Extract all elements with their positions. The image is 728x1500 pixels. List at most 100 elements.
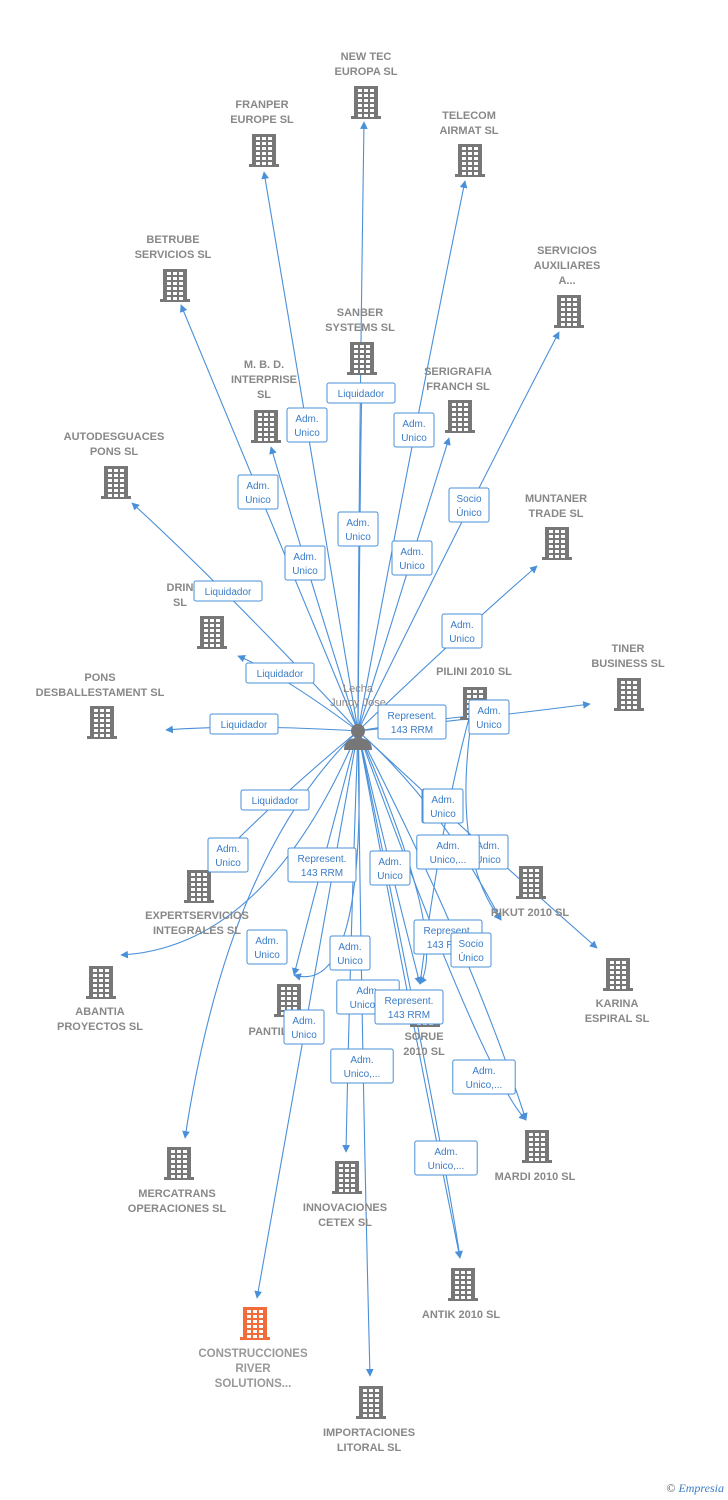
- edge-label-box: [452, 1059, 516, 1095]
- company-name: M. B. D.: [244, 359, 284, 371]
- edge-label-text: Adm.: [477, 706, 500, 717]
- edge-label[interactable]: Adm.Unico: [337, 511, 379, 547]
- edge-label-text: Adm.: [472, 1066, 495, 1077]
- company-name: SANBER: [337, 307, 384, 319]
- company-name: IMPORTACIONES: [323, 1427, 415, 1439]
- edge-label[interactable]: Adm. Unico,...: [452, 1059, 516, 1095]
- building-icon: [614, 678, 644, 711]
- building-icon: [184, 870, 214, 903]
- company-name: CONSTRUCCIONES: [198, 1348, 308, 1360]
- company-name: CETEX SL: [318, 1217, 372, 1229]
- edge-label-text: Adm.: [216, 844, 239, 855]
- edge-label-text: Unico: [254, 950, 280, 961]
- company-node-rikut[interactable]: RIKUT 2010 SL: [491, 866, 570, 919]
- edge-label[interactable]: Liquidador: [209, 713, 279, 735]
- company-name: DRIN: [167, 582, 194, 594]
- edge-label-box: [193, 580, 263, 602]
- edge-label[interactable]: Represent.143 RRM: [374, 989, 444, 1025]
- edge-label-box: [414, 1140, 478, 1176]
- company-name: SORUE: [404, 1031, 443, 1043]
- building-icon: [197, 616, 227, 649]
- edge-label[interactable]: Adm.Unico: [284, 545, 326, 581]
- edge-label[interactable]: Adm.Unico: [468, 699, 510, 735]
- company-name: PONS SL: [90, 446, 139, 458]
- building-icon: [522, 1130, 552, 1163]
- edge-label[interactable]: Liquidador: [193, 580, 263, 602]
- edge-label[interactable]: Represent.143 RRM: [287, 847, 357, 883]
- edge-label-box: [284, 545, 326, 581]
- edge-label[interactable]: Liquidador: [240, 789, 310, 811]
- company-node-mardi[interactable]: MARDI 2010 SL: [495, 1130, 576, 1183]
- company-node-servicios[interactable]: SERVICIOSAUXILIARESA...: [534, 245, 601, 328]
- edge-label-text: Adm.: [476, 841, 499, 852]
- company-name: MERCATRANS: [138, 1188, 215, 1200]
- edge-label-text: Liquidador: [257, 669, 304, 680]
- edge-label[interactable]: Adm.Unico: [393, 412, 435, 448]
- company-name: LITORAL SL: [337, 1442, 402, 1454]
- edge-label[interactable]: Represent.143 RRM: [377, 704, 447, 740]
- edge-label-box: [416, 834, 480, 870]
- company-name: PILINI 2010 SL: [436, 666, 512, 678]
- edge-label[interactable]: Adm.Unico: [422, 788, 464, 824]
- edge-label[interactable]: Adm.Unico: [286, 407, 328, 443]
- edge-label[interactable]: Adm.Unico: [391, 540, 433, 576]
- edge-label[interactable]: Liquidador: [245, 662, 315, 684]
- edge-label[interactable]: Adm.Unico: [237, 474, 279, 510]
- company-name: RIVER: [235, 1363, 271, 1375]
- copyright-icon: ©: [666, 1481, 676, 1495]
- company-node-importaciones[interactable]: IMPORTACIONES LITORAL SL: [323, 1386, 415, 1454]
- company-node-antik[interactable]: ANTIK 2010 SL: [422, 1268, 501, 1321]
- edge-label[interactable]: Adm.Unico: [441, 613, 483, 649]
- company-name: PROYECTOS SL: [57, 1021, 143, 1033]
- company-node-construcciones[interactable]: CONSTRUCCIONESRIVERSOLUTIONS...: [198, 1307, 308, 1390]
- edge-label-box: [287, 847, 357, 883]
- edge-label-text: Adm.: [402, 419, 425, 430]
- edge-label-text: Adm.: [350, 1055, 373, 1066]
- edge-label[interactable]: Adm.Unico: [369, 850, 411, 886]
- edge-label-text: Unico,...: [466, 1080, 503, 1091]
- edge-label-text: 143 RRM: [391, 725, 433, 736]
- edge-label-text: Unico: [245, 495, 271, 506]
- edge-label[interactable]: Adm.Unico: [329, 935, 371, 971]
- edge-label-box: [391, 540, 433, 576]
- edge-label[interactable]: Adm.Unico,...: [330, 1048, 394, 1084]
- edge-label-text: Unico: [337, 956, 363, 967]
- company-name: RIKUT 2010 SL: [491, 907, 570, 919]
- edge-label-text: Único: [456, 506, 482, 519]
- edge-label[interactable]: Adm.Unico: [207, 837, 249, 873]
- company-name: EXPERTSERVICIOS: [145, 910, 249, 922]
- edge-label[interactable]: Adm.Unico,...: [414, 1140, 478, 1176]
- edge-label-text: Adm.: [295, 414, 318, 425]
- edge-label[interactable]: Adm.Unico: [283, 1009, 325, 1045]
- edge-label-text: Liquidador: [221, 720, 268, 731]
- edge-label[interactable]: Liquidador: [326, 382, 396, 404]
- company-name: ESPIRAL SL: [585, 1013, 650, 1025]
- edge-label-text: Represent.: [385, 996, 434, 1007]
- edge-label[interactable]: Adm.Unico,...: [416, 834, 480, 870]
- edge-label[interactable]: Adm.Unico: [246, 929, 288, 965]
- building-icon: [603, 958, 633, 991]
- building-icon: [445, 400, 475, 433]
- building-icon: [249, 134, 279, 167]
